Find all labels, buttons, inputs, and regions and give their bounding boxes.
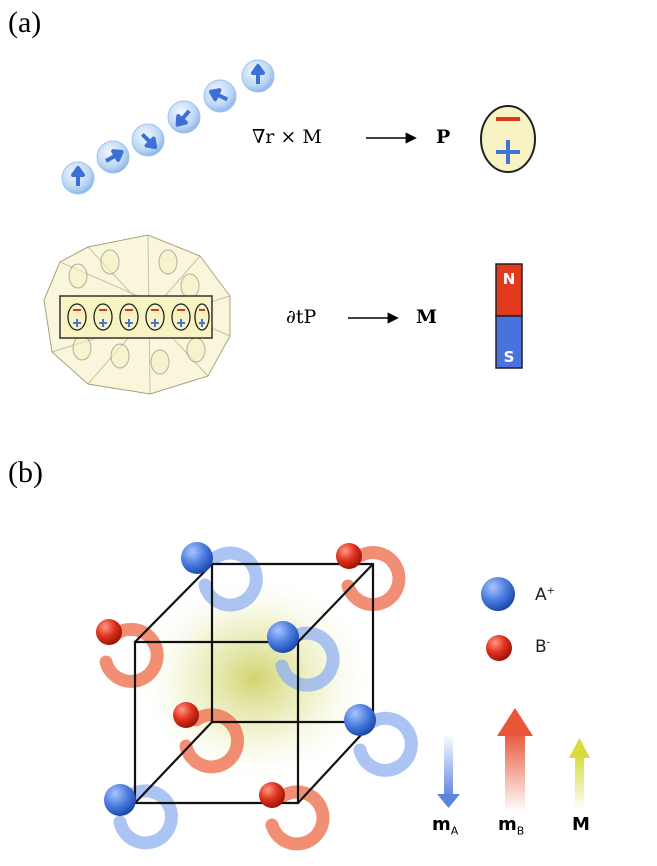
dipole-row bbox=[67, 303, 210, 331]
legend-b-ball bbox=[486, 635, 512, 661]
magnet-north-label: N bbox=[503, 270, 516, 288]
panel-b-graphics bbox=[96, 542, 590, 851]
legend-a-label: A+ bbox=[535, 585, 556, 605]
spin-6 bbox=[241, 59, 275, 93]
legend-b-label: B- bbox=[535, 637, 551, 657]
panel-a-label: (a) bbox=[8, 6, 42, 39]
ion-a-plus bbox=[181, 542, 213, 574]
ion-b-minus bbox=[259, 782, 285, 808]
magnet-south-label: S bbox=[504, 348, 515, 366]
ion-a-plus bbox=[104, 784, 136, 816]
label-M: M bbox=[572, 814, 590, 835]
ion-a-plus bbox=[267, 621, 299, 653]
panel-a-graphics: N S bbox=[43, 59, 536, 395]
legend-a-ball bbox=[481, 577, 515, 611]
spin-2 bbox=[96, 140, 130, 174]
polarization-dipole-icon bbox=[480, 105, 536, 173]
ion-b-minus bbox=[173, 702, 199, 728]
ions bbox=[96, 542, 376, 816]
label-mA: mA bbox=[432, 814, 459, 838]
panel-b-label: (b) bbox=[8, 456, 43, 489]
ion-a-plus bbox=[344, 704, 376, 736]
equation-dt-p: ∂tP bbox=[286, 306, 317, 328]
equation-curl-m-result: P bbox=[436, 126, 451, 148]
spin-5 bbox=[203, 79, 237, 113]
spin-chain bbox=[61, 59, 275, 195]
bar-magnet-icon: N S bbox=[495, 263, 523, 369]
ion-b-minus bbox=[96, 619, 122, 645]
equation-curl-m: ∇r × M bbox=[252, 126, 322, 148]
orbit-rings bbox=[99, 546, 418, 851]
ion-b-minus bbox=[336, 543, 362, 569]
equation-curl-m-lhs: ∇r × M bbox=[252, 126, 322, 148]
spin-1 bbox=[61, 161, 95, 195]
moment-arrow-mB bbox=[497, 708, 533, 812]
spin-3 bbox=[131, 123, 165, 157]
rotating-dipoles-icon bbox=[43, 234, 231, 395]
spin-4 bbox=[167, 100, 201, 134]
moment-arrow-mA bbox=[437, 734, 460, 808]
label-mB: mB bbox=[498, 814, 525, 838]
moment-arrow-M bbox=[569, 738, 590, 810]
equation-dt-p-result: M bbox=[416, 306, 438, 328]
